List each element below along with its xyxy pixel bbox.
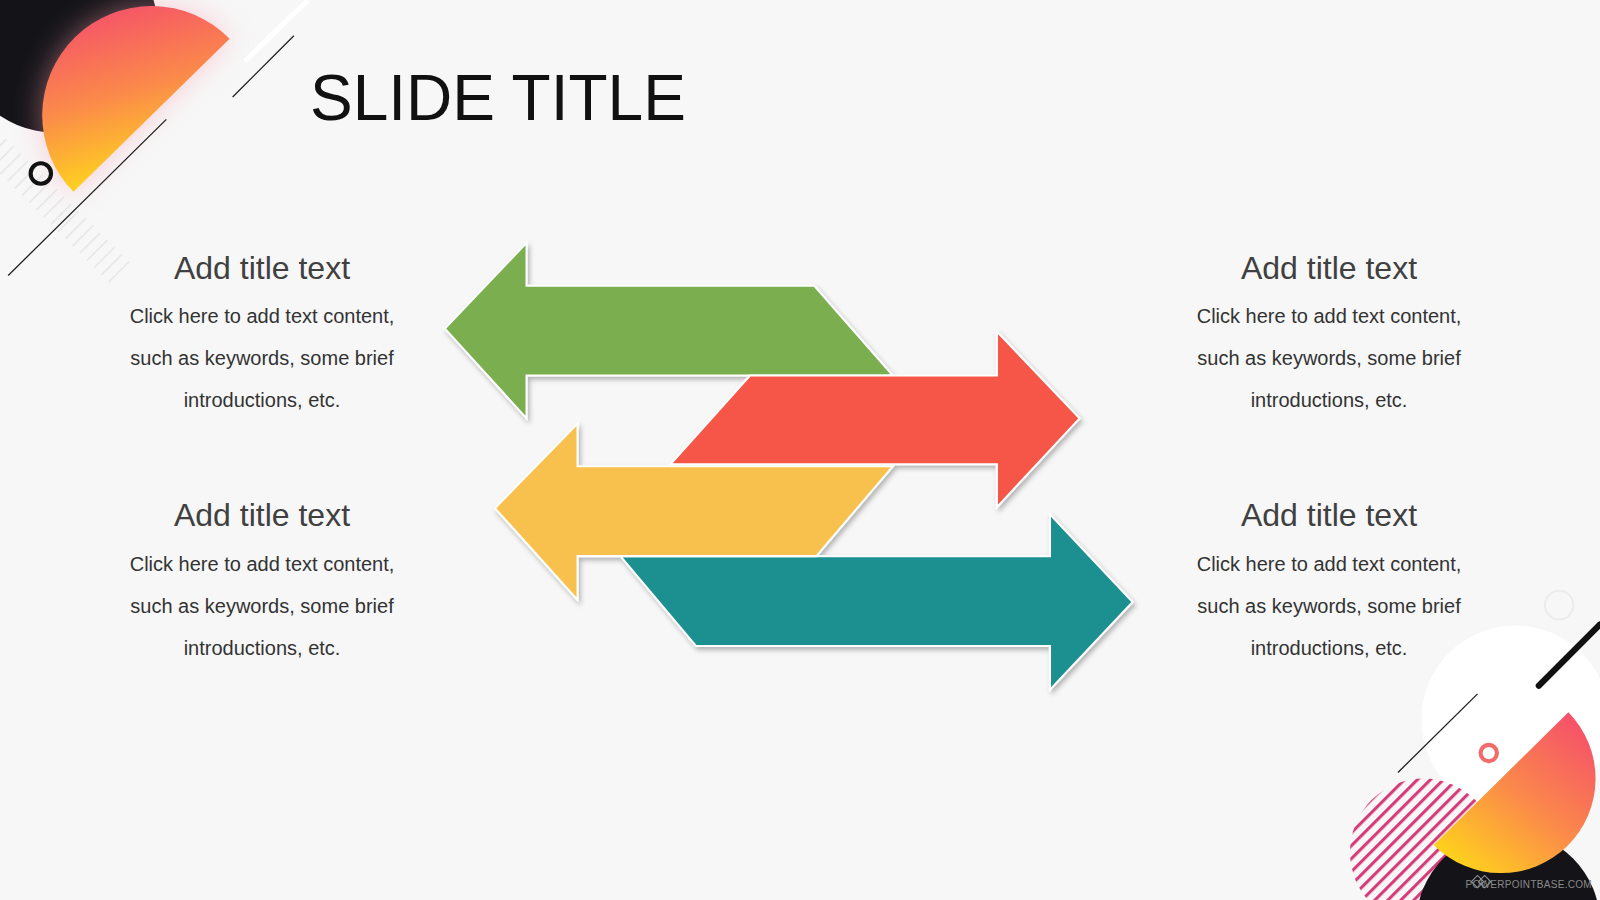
gradient-half-disc [1434, 712, 1596, 873]
arrow-illustration [445, 243, 1133, 690]
accent-line [1539, 624, 1600, 685]
accent-line [245, 0, 308, 61]
block-body: Click here to add text content, such as … [107, 543, 417, 669]
block-body: Click here to add text content, such as … [107, 295, 417, 421]
block-body: Click here to add text content, such as … [1174, 543, 1484, 669]
ring [31, 163, 51, 183]
block-heading: Add title text [82, 496, 442, 534]
block-heading: Add title text [1149, 496, 1509, 534]
block-body: Click here to add text content, such as … [1174, 295, 1484, 421]
slide-title: SLIDE TITLE [310, 66, 686, 130]
ring [1481, 745, 1497, 761]
glow [42, 6, 229, 192]
faint-ring [1545, 591, 1574, 620]
watermark: POWERPOINTBASE.COM [1465, 879, 1592, 891]
left-arrow-yellow [495, 423, 893, 600]
block-heading: Add title text [1149, 249, 1509, 287]
accent-line [1398, 694, 1478, 773]
corner-decoration-top-left [0, 0, 308, 286]
accent-line [8, 119, 166, 275]
block-heading: Add title text [82, 249, 442, 287]
gradient-half-disc [42, 6, 229, 192]
